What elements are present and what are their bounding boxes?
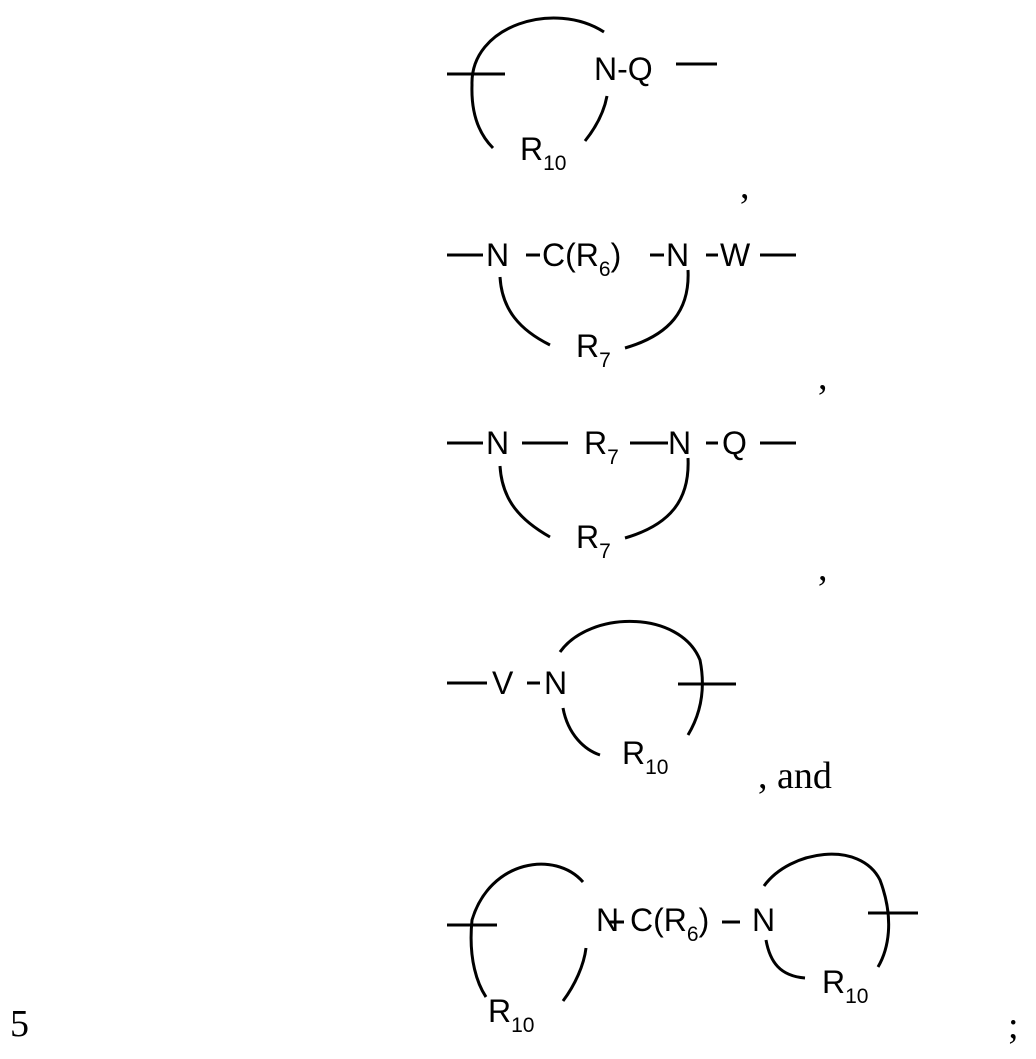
atom-v-label: V: [492, 665, 514, 701]
structure-4: V N R10 , and: [447, 620, 832, 797]
bridge-arc: [624, 269, 690, 350]
atom-q-label: Q: [722, 425, 747, 461]
bridge-label-r7: R7: [576, 519, 611, 563]
left-ring-arc: [469, 862, 585, 998]
ring-arc: [561, 707, 601, 757]
atom-n2-label: N: [666, 237, 689, 273]
structure-5: N C(R6) N R10 R10 ;: [447, 852, 1019, 1047]
bridge-arc: [498, 465, 551, 539]
c-r6-label: C(R6): [542, 237, 621, 281]
ring-label-r10: R10: [622, 735, 668, 779]
atom-n2-label: N: [668, 425, 691, 461]
atom-n1-label: N: [596, 902, 619, 938]
atom-n-label: N: [544, 665, 567, 701]
bridge-arc: [498, 276, 551, 347]
ring-arc: [583, 95, 609, 142]
atom-n-label: N-Q: [594, 51, 653, 87]
mid-r7-label: R7: [584, 425, 619, 469]
right-ring-arc: [764, 939, 806, 980]
bridge-label-r7: R7: [576, 328, 611, 372]
atom-w-label: W: [720, 237, 751, 273]
right-ring-arc: [762, 852, 891, 968]
separator-semicolon: ;: [1008, 1005, 1019, 1047]
structure-3: N R7 N Q R7 ,: [447, 425, 828, 589]
line-number: 5: [10, 1003, 29, 1045]
left-ring-label-r10: R10: [488, 993, 534, 1037]
ring-label-r10: R10: [520, 131, 566, 175]
ring-arc: [558, 620, 704, 736]
separator-comma: ,: [740, 165, 750, 207]
left-ring-arc: [561, 947, 588, 1002]
structure-2: N C(R6) N W R7 ,: [447, 237, 828, 398]
structure-1: N-Q R10 ,: [447, 16, 750, 207]
c-r6-label: C(R6): [630, 902, 709, 946]
ring-arc: [470, 16, 605, 150]
atom-n2-label: N: [752, 902, 775, 938]
atom-n1-label: N: [486, 425, 509, 461]
atom-n1-label: N: [486, 237, 509, 273]
right-ring-label-r10: R10: [822, 964, 868, 1008]
separator-comma: ,: [818, 547, 828, 589]
separator-comma: ,: [818, 356, 828, 398]
bridge-arc: [624, 457, 690, 540]
separator-and: , and: [758, 755, 832, 797]
